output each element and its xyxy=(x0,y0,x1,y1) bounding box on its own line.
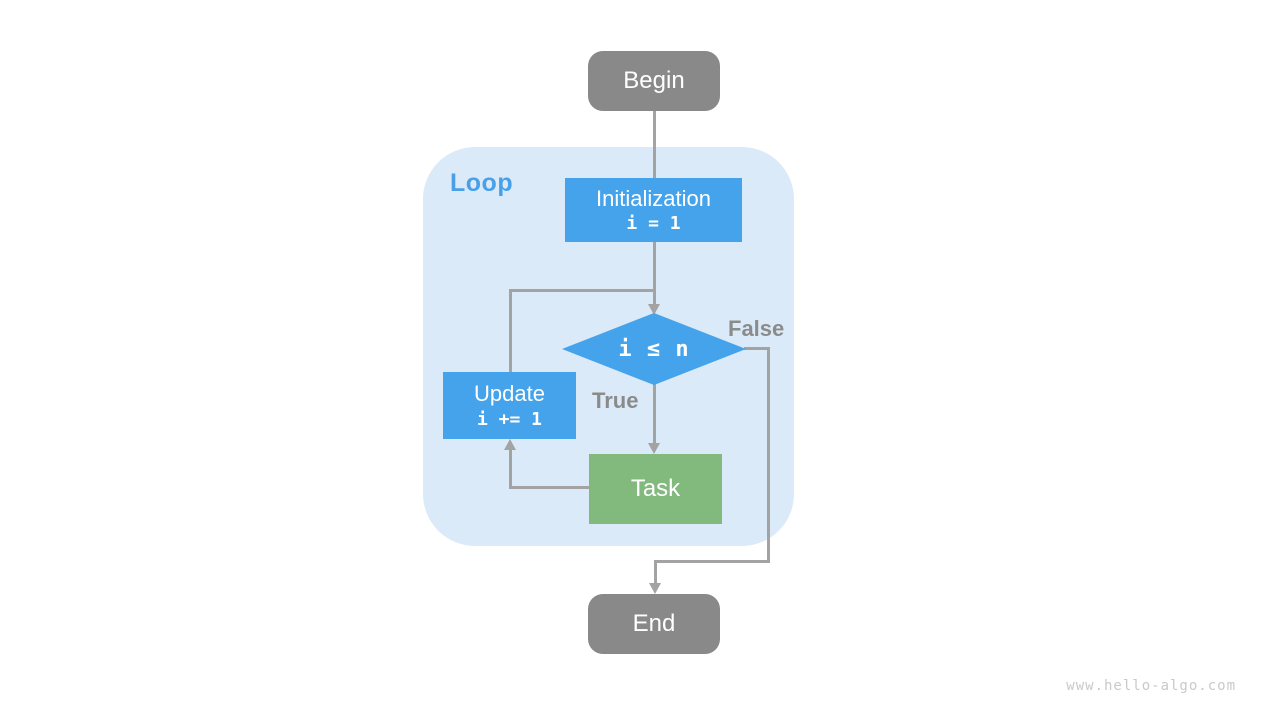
edge-false-horizontal-top xyxy=(744,347,770,350)
edge-condition-to-task xyxy=(653,383,656,445)
edge-init-to-condition xyxy=(653,242,656,306)
initialization-node: Initialization i = 1 xyxy=(565,178,742,242)
end-node-label: End xyxy=(632,610,676,637)
loop-label: Loop xyxy=(450,169,514,197)
edge-false-horizontal-bottom xyxy=(654,560,770,563)
begin-node-label: Begin xyxy=(623,67,685,94)
edge-loopback-horizontal xyxy=(509,289,656,292)
update-node: Update i += 1 xyxy=(443,372,576,439)
initialization-title: Initialization xyxy=(596,185,711,211)
edge-loopback-vertical xyxy=(509,289,512,372)
arrowhead-update-bottom xyxy=(504,439,516,450)
true-edge-label: True xyxy=(592,388,639,413)
arrowhead-end-top xyxy=(649,583,661,594)
condition-label: i ≤ n xyxy=(618,336,690,362)
site-watermark: www.hello-algo.com xyxy=(1066,678,1236,694)
task-node-label: Task xyxy=(630,475,681,502)
edge-false-into-end xyxy=(654,560,657,585)
initialization-code: i = 1 xyxy=(626,213,681,235)
end-node: End xyxy=(588,594,720,654)
false-edge-label: False xyxy=(728,316,785,341)
begin-node: Begin xyxy=(588,51,720,111)
update-title: Update xyxy=(474,381,545,407)
edge-false-vertical-right xyxy=(767,347,770,563)
edge-begin-to-init xyxy=(653,111,656,178)
update-code: i += 1 xyxy=(476,408,543,430)
arrowhead-task-top xyxy=(648,443,660,454)
task-node: Task xyxy=(589,454,722,524)
arrowhead-condition-top xyxy=(648,304,660,315)
edge-task-to-update-vertical xyxy=(509,448,512,489)
edge-task-to-update-horizontal xyxy=(509,486,591,489)
